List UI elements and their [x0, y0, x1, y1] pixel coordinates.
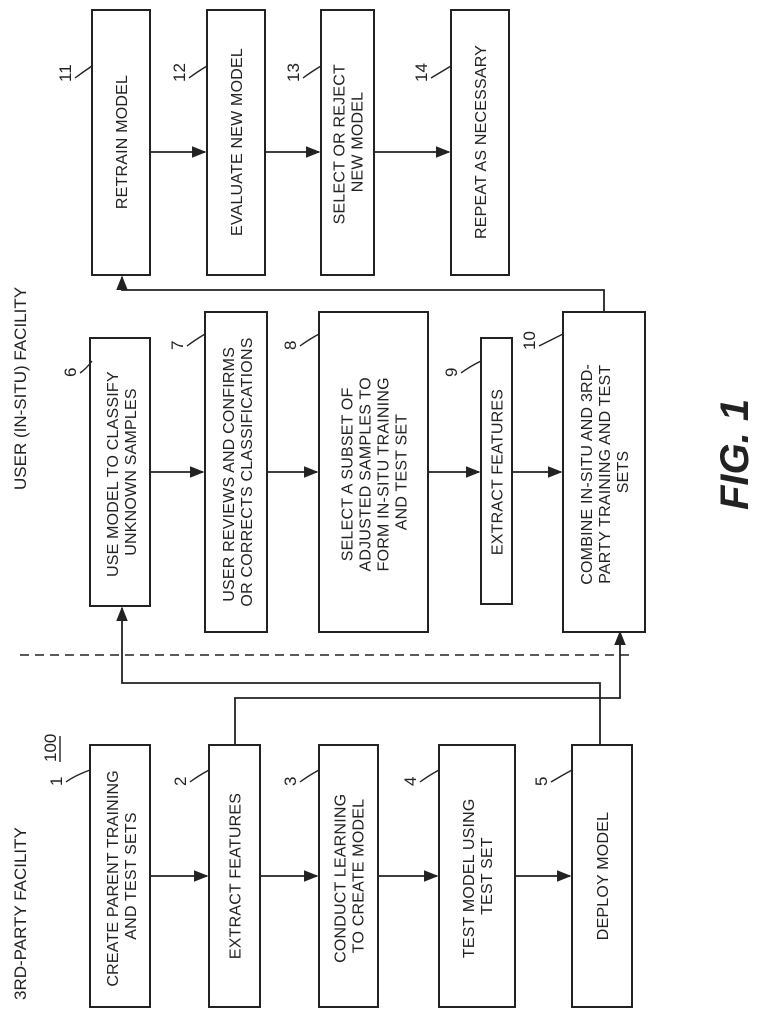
svg-text:5: 5 — [532, 777, 551, 786]
ref-13: 13 — [284, 63, 321, 82]
step-10: COMBINE IN-SITU AND 3RD- PARTY TRAINING … — [563, 312, 645, 632]
third-party-facility-label: 3RD-PARTY FACILITY — [11, 827, 30, 1000]
svg-text:9: 9 — [442, 368, 461, 377]
svg-text:13: 13 — [284, 63, 303, 82]
svg-text:EVALUATE NEW MODEL: EVALUATE NEW MODEL — [229, 48, 246, 236]
user-facility-label: USER (IN-SITU) FACILITY — [11, 287, 30, 490]
step-4: TEST MODEL USING TEST SET — [439, 745, 515, 1007]
svg-text:8: 8 — [281, 341, 300, 350]
svg-text:DEPLOY MODEL: DEPLOY MODEL — [595, 812, 612, 940]
svg-text:7: 7 — [168, 341, 187, 350]
svg-text:11: 11 — [56, 64, 75, 82]
svg-text:14: 14 — [412, 63, 431, 82]
ref-14: 14 — [412, 63, 451, 82]
svg-text:4: 4 — [401, 777, 420, 786]
step-6: USE MODEL TO CLASSIFY UNKNOWN SAMPLES — [90, 338, 150, 606]
svg-text:6: 6 — [61, 368, 80, 377]
ref-8: 8 — [281, 334, 319, 350]
step-8: SELECT A SUBSET OF ADJUSTED SAMPLES TO F… — [319, 312, 428, 632]
svg-text:CONDUCT LEARNING TO CREA: CONDUCT LEARNING TO CREATE MODEL — [333, 789, 368, 963]
step-14: REPEAT AS NECESSARY — [451, 10, 509, 275]
figure-label: FIG. 1 — [713, 399, 757, 510]
svg-text:USE MODEL TO CLASSIFY UN: USE MODEL TO CLASSIFY UNKNOWN SAMPLES — [105, 367, 140, 577]
step-11: RETRAIN MODEL — [92, 10, 150, 275]
svg-text:1: 1 — [47, 777, 66, 786]
ref-6: 6 — [61, 361, 92, 377]
ref-11: 11 — [56, 64, 92, 82]
step-7: USER REVIEWS AND CONFIRMS OR CORRECTS CL… — [205, 312, 267, 632]
ref-3: 3 — [281, 770, 319, 786]
step-1: CREATE PARENT TRAINING AND TEST SETS — [90, 745, 150, 1007]
svg-text:RETRAIN MODEL: RETRAIN MODEL — [114, 75, 131, 209]
step-3: CONDUCT LEARNING TO CREATE MODEL — [319, 745, 378, 1007]
ref-1: 1 — [47, 770, 90, 786]
ref-9: 9 — [442, 361, 481, 377]
svg-text:EXTRACT FEATURES: EXTRACT FEATURES — [228, 793, 245, 959]
svg-text:USER REVIEWS AND CONFIRMS: USER REVIEWS AND CONFIRMS OR CORRECTS CL… — [221, 337, 256, 606]
step-9: EXTRACT FEATURES — [481, 338, 512, 604]
diagram-number: 100 — [41, 734, 60, 762]
step-13: SELECT OR REJECT NEW MODEL — [321, 10, 374, 275]
svg-text:EXTRACT FEATURES: EXTRACT FEATURES — [490, 389, 507, 555]
svg-text:3: 3 — [281, 777, 300, 786]
svg-text:12: 12 — [170, 63, 189, 82]
arrow-2-10 — [235, 632, 620, 745]
svg-text:2: 2 — [171, 777, 190, 786]
svg-text:REPEAT AS NECESSARY: REPEAT AS NECESSARY — [473, 45, 490, 239]
ref-5: 5 — [532, 770, 572, 786]
step-12: EVALUATE NEW MODEL — [207, 10, 265, 275]
svg-text:10: 10 — [520, 331, 539, 350]
step-5: DEPLOY MODEL — [572, 745, 632, 1007]
ref-4: 4 — [401, 770, 439, 786]
step-2: EXTRACT FEATURES — [209, 745, 260, 1007]
ref-12: 12 — [170, 63, 207, 82]
ref-2: 2 — [171, 770, 209, 786]
ref-7: 7 — [168, 334, 205, 350]
ref-10: 10 — [520, 331, 563, 350]
arrow-10-11 — [122, 277, 604, 312]
